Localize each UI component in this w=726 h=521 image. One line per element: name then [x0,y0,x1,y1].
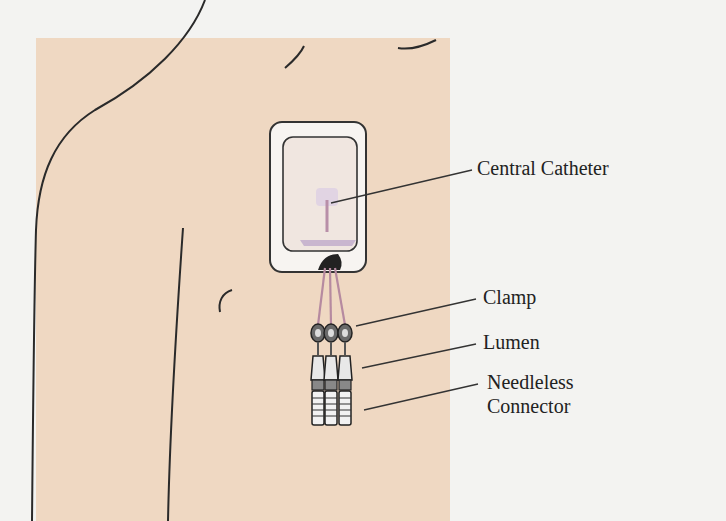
clamp-hole [342,329,348,337]
part-label: Central Catheter [477,156,609,180]
connector-ridge [339,404,351,405]
clamp [311,324,325,342]
skin-panel [36,38,450,521]
connector-ridge [325,398,337,399]
leader-lines [331,170,478,410]
tube [344,342,346,355]
part-label: Lumen [483,330,540,354]
body-outline [32,0,205,521]
lumen-ring [325,380,337,390]
connector-ridge [339,416,351,417]
lumen-ring [339,380,351,390]
lumen-ring [312,380,324,390]
connector-ridge [325,416,337,417]
collarbone-mark [398,40,436,49]
clamp [324,324,338,342]
part-label: Clamp [483,285,536,309]
connector-ridge [312,410,324,411]
needleless-connector [312,391,324,425]
connector-ridge [325,404,337,405]
tubes [318,268,345,325]
lumen-hub [324,356,338,380]
tube [317,342,319,355]
lumen-hub [311,356,325,380]
clamp [338,324,352,342]
catheter [326,200,329,232]
connector-ridge [325,410,337,411]
connector-ridge [339,398,351,399]
securement [318,254,342,270]
clamp-hole [315,329,321,337]
collarbone-mark [285,46,304,68]
connector-ridge [312,404,324,405]
needleless-connector [339,391,351,425]
dressing-outer [270,122,366,272]
lumen-set [311,324,352,425]
part-label: Needleless Connector [487,370,612,418]
needleless-connector [325,391,337,425]
lumen-hub [338,356,352,380]
connector-ridge [312,398,324,399]
arm-line [168,228,183,521]
connector-ridge [339,410,351,411]
hub [300,240,356,246]
clamp-hole [328,329,334,337]
tube [330,342,332,355]
chest-mark [220,290,233,312]
dressing-window [283,137,357,251]
connector-ridge [312,416,324,417]
